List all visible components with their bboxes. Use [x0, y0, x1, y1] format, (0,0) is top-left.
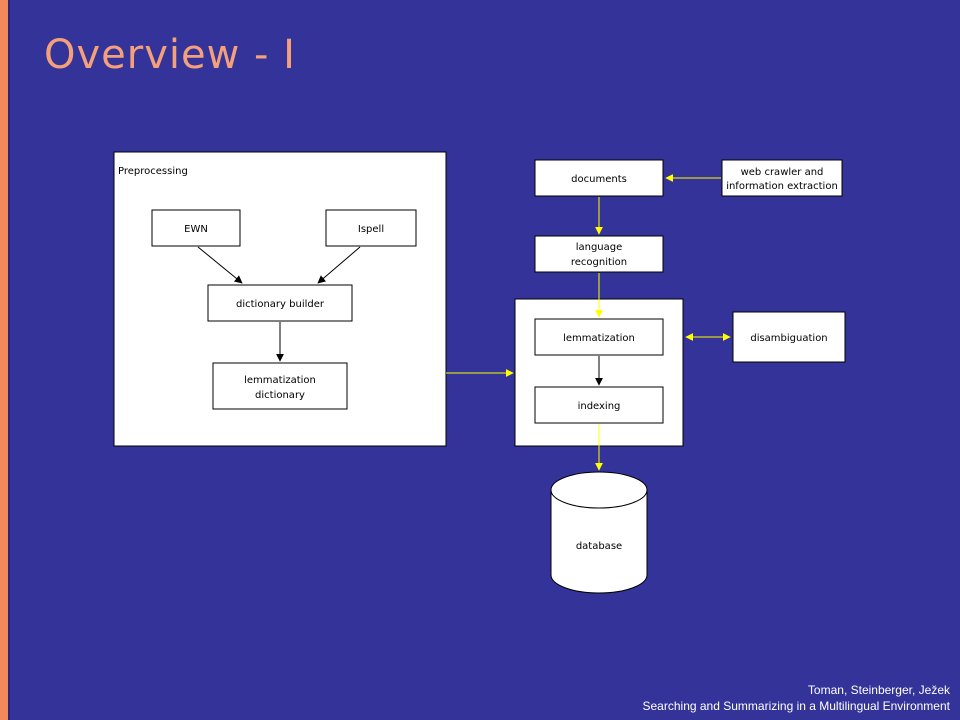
- web-crawler-label-1: web crawler and: [741, 167, 824, 178]
- lemmatization-dictionary-label-1: lemmatization: [244, 375, 316, 386]
- left-accent-bar: [0, 0, 8, 720]
- lemmatization-node: lemmatization: [534, 318, 664, 356]
- preprocessing-label: Preprocessing: [118, 166, 188, 177]
- dictionary-builder-node: dictionary builder: [207, 284, 353, 322]
- disambiguation-label: disambiguation: [750, 333, 827, 344]
- web-crawler-node: web crawler and information extraction: [721, 159, 843, 197]
- ewn-label: EWN: [184, 224, 208, 235]
- arrow-ewn-to-builder: [197, 246, 243, 284]
- left-accent-line: [8, 0, 10, 720]
- documents-label: documents: [571, 174, 627, 185]
- dictionary-builder-label: dictionary builder: [236, 299, 325, 310]
- footer: Toman, Steinberger, Ježek Searching and …: [643, 682, 951, 714]
- slide-title: Overview - I: [44, 32, 296, 78]
- database-label: database: [576, 541, 622, 552]
- lemmatization-label: lemmatization: [563, 333, 635, 344]
- arrow-ispell-to-builder: [317, 246, 361, 284]
- ewn-node: EWN: [151, 209, 241, 247]
- ispell-label: Ispell: [358, 224, 384, 235]
- footer-authors: Toman, Steinberger, Ježek: [807, 683, 950, 697]
- language-recognition-label-2: recognition: [571, 257, 627, 268]
- indexing-label: indexing: [578, 401, 621, 412]
- database-node: database: [550, 471, 648, 594]
- indexing-node: indexing: [534, 386, 664, 424]
- language-recognition-node: language recognition: [534, 235, 664, 273]
- language-recognition-label-1: language: [576, 242, 623, 253]
- web-crawler-label-2: information extraction: [726, 181, 838, 192]
- lemmatization-dictionary-label-2: dictionary: [255, 390, 305, 401]
- documents-node: documents: [534, 159, 664, 197]
- footer-subtitle: Searching and Summarizing in a Multiling…: [642, 699, 951, 713]
- ispell-node: Ispell: [325, 209, 417, 247]
- lemmatization-dictionary-node: lemmatization dictionary: [212, 362, 348, 410]
- disambiguation-node: disambiguation: [732, 311, 846, 363]
